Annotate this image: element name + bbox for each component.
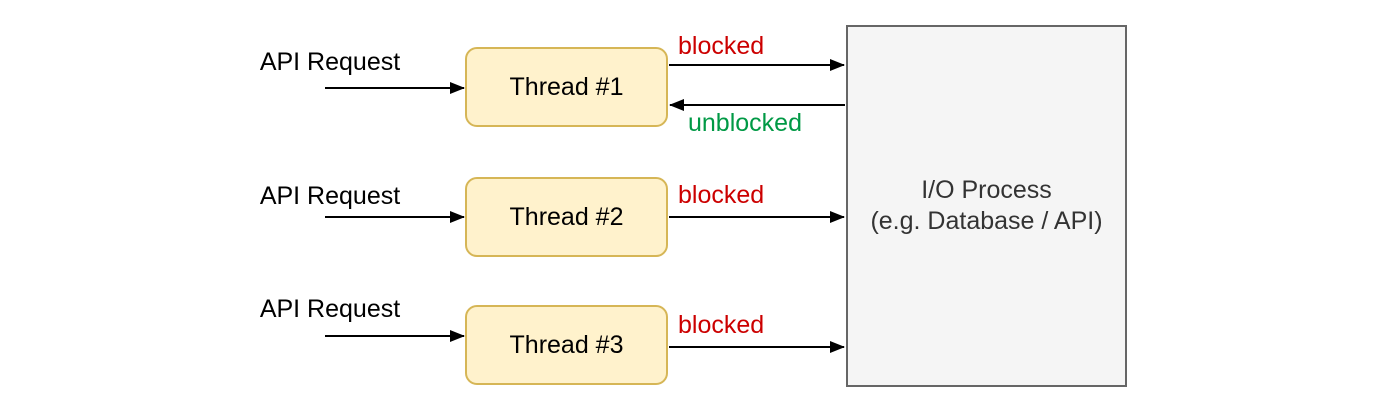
thread-1-node: Thread #1	[465, 47, 668, 127]
io-process-subtitle: (e.g. Database / API)	[870, 207, 1103, 235]
thread-3-node: Thread #3	[465, 305, 668, 385]
blocked-label-1: blocked	[678, 32, 765, 60]
thread-3-label: Thread #3	[509, 330, 624, 359]
api-request-label-3: API Request	[259, 295, 401, 323]
thread-2-node: Thread #2	[465, 177, 668, 257]
thread-1-label: Thread #1	[509, 72, 624, 101]
blocked-label-2: blocked	[678, 181, 765, 209]
api-request-label-2: API Request	[259, 182, 401, 210]
api-request-label-1: API Request	[259, 48, 401, 76]
unblocked-label-1: unblocked	[688, 109, 802, 137]
io-process-node: I/O Process (e.g. Database / API)	[846, 25, 1127, 387]
io-process-title: I/O Process	[921, 176, 1052, 204]
thread-2-label: Thread #2	[509, 202, 624, 231]
blocked-label-3: blocked	[678, 311, 765, 339]
